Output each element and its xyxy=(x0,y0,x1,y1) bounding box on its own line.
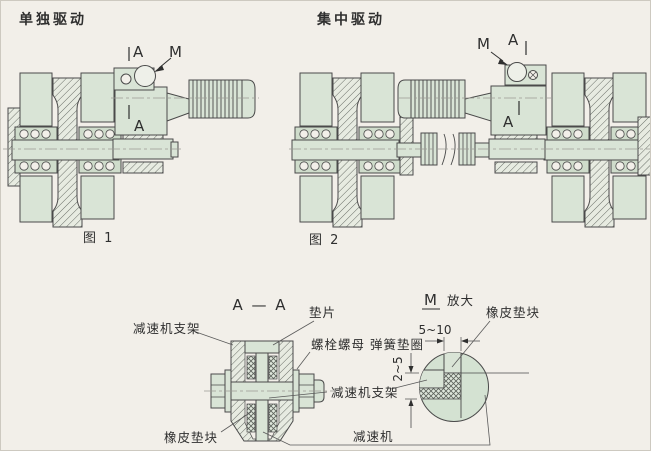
fig2-right-wheel-assembly xyxy=(543,72,650,228)
fig2-detail-m-ball xyxy=(507,62,527,82)
fig1-wheel-assembly xyxy=(11,72,122,228)
figure1-title: 单独驱动 xyxy=(19,11,87,28)
m-dim-arrowhead xyxy=(461,338,468,344)
figure2-caption: 图 2 xyxy=(309,233,340,248)
fig1-motor-cap xyxy=(241,79,256,119)
detail-m-marker: M xyxy=(424,291,437,309)
leader-lines xyxy=(195,320,491,446)
fig1-shaft-end xyxy=(170,141,179,158)
label-rubber-pad-left: 橡皮垫块 xyxy=(164,430,218,445)
fig1-detail-m-ball xyxy=(134,65,156,87)
leader-bracket-mid-left xyxy=(268,391,328,399)
figure1-drawing xyxy=(3,47,259,228)
leader-rubber-right xyxy=(451,320,491,368)
aa-rubber-pad xyxy=(246,355,256,380)
fig2-motor-fins xyxy=(414,80,460,118)
fig2-motor-cap xyxy=(397,79,412,119)
leader-reducer xyxy=(262,394,491,446)
fig1-m-arrowhead xyxy=(154,65,164,72)
detail-m-enlarged xyxy=(405,337,529,428)
detail-m-title: 放大 xyxy=(447,293,474,308)
fig2-m-arrowhead xyxy=(498,59,508,65)
figure2-title: 集中驱动 xyxy=(316,11,385,28)
fig2-coupling-lower xyxy=(494,161,538,174)
fig2-hole-cross xyxy=(529,71,537,79)
fig2-marker-a-top: A xyxy=(508,31,519,49)
m-bracket-vertical xyxy=(443,352,462,374)
label-reducer: 减速机 xyxy=(353,429,394,444)
aa-rubber-pad xyxy=(268,403,278,433)
fig2-marker-a-bottom: A xyxy=(503,113,514,131)
figure2-drawing xyxy=(289,41,650,228)
leader-shim xyxy=(272,320,315,346)
fig1-gearbox-body xyxy=(114,86,168,136)
leader-rubber-bottom-left xyxy=(220,411,252,433)
aa-rubber-pad xyxy=(246,403,256,433)
fig1-motor-fins xyxy=(192,80,238,118)
fig2-left-wheel-assembly xyxy=(291,72,402,228)
leader-bolt-nut xyxy=(296,351,311,370)
aa-bolt-head-facets xyxy=(211,384,225,398)
label-bolt-nut-spring-washer: 螺栓螺母 弹簧垫圈 xyxy=(311,337,424,352)
section-aa-detail xyxy=(204,340,335,442)
fig2-motor-body xyxy=(410,79,466,119)
label-bracket-mid: 减速机支架 xyxy=(331,385,399,400)
aa-shim xyxy=(244,340,280,354)
dim-height-label: 2~5 xyxy=(391,356,405,381)
fig1-coupling-lower xyxy=(122,161,164,174)
leader-bracket-left xyxy=(195,331,234,346)
leader-bracket-mid-right xyxy=(390,379,428,390)
fig2-shaft-break-symbol xyxy=(441,133,456,166)
fig2-right-end-plate xyxy=(637,116,650,176)
fig2-marker-m: M xyxy=(477,35,490,53)
dim-width-label: 5~10 xyxy=(419,323,452,337)
m-dim-arrowhead xyxy=(437,338,444,344)
aa-nut-facets xyxy=(299,384,314,398)
figure1-caption: 图 1 xyxy=(83,231,114,246)
m-dim-arrowhead xyxy=(408,366,414,373)
fig1-output-shaft xyxy=(112,138,174,160)
fig2-m-arrow-line xyxy=(490,51,504,62)
aa-rubber-pad xyxy=(268,355,278,380)
label-rubber-pad-right: 橡皮垫块 xyxy=(486,305,540,320)
fig1-inspection-hole xyxy=(120,73,132,85)
section-aa-title: A — A xyxy=(232,296,287,314)
label-bracket-left: 减速机支架 xyxy=(133,321,201,336)
label-shim: 垫片 xyxy=(309,305,336,320)
fig1-marker-a-top: A xyxy=(133,43,144,61)
fig1-marker-a-bottom: A xyxy=(134,117,145,135)
m-dim-arrowhead xyxy=(408,399,414,406)
fig1-marker-m: M xyxy=(169,43,182,61)
